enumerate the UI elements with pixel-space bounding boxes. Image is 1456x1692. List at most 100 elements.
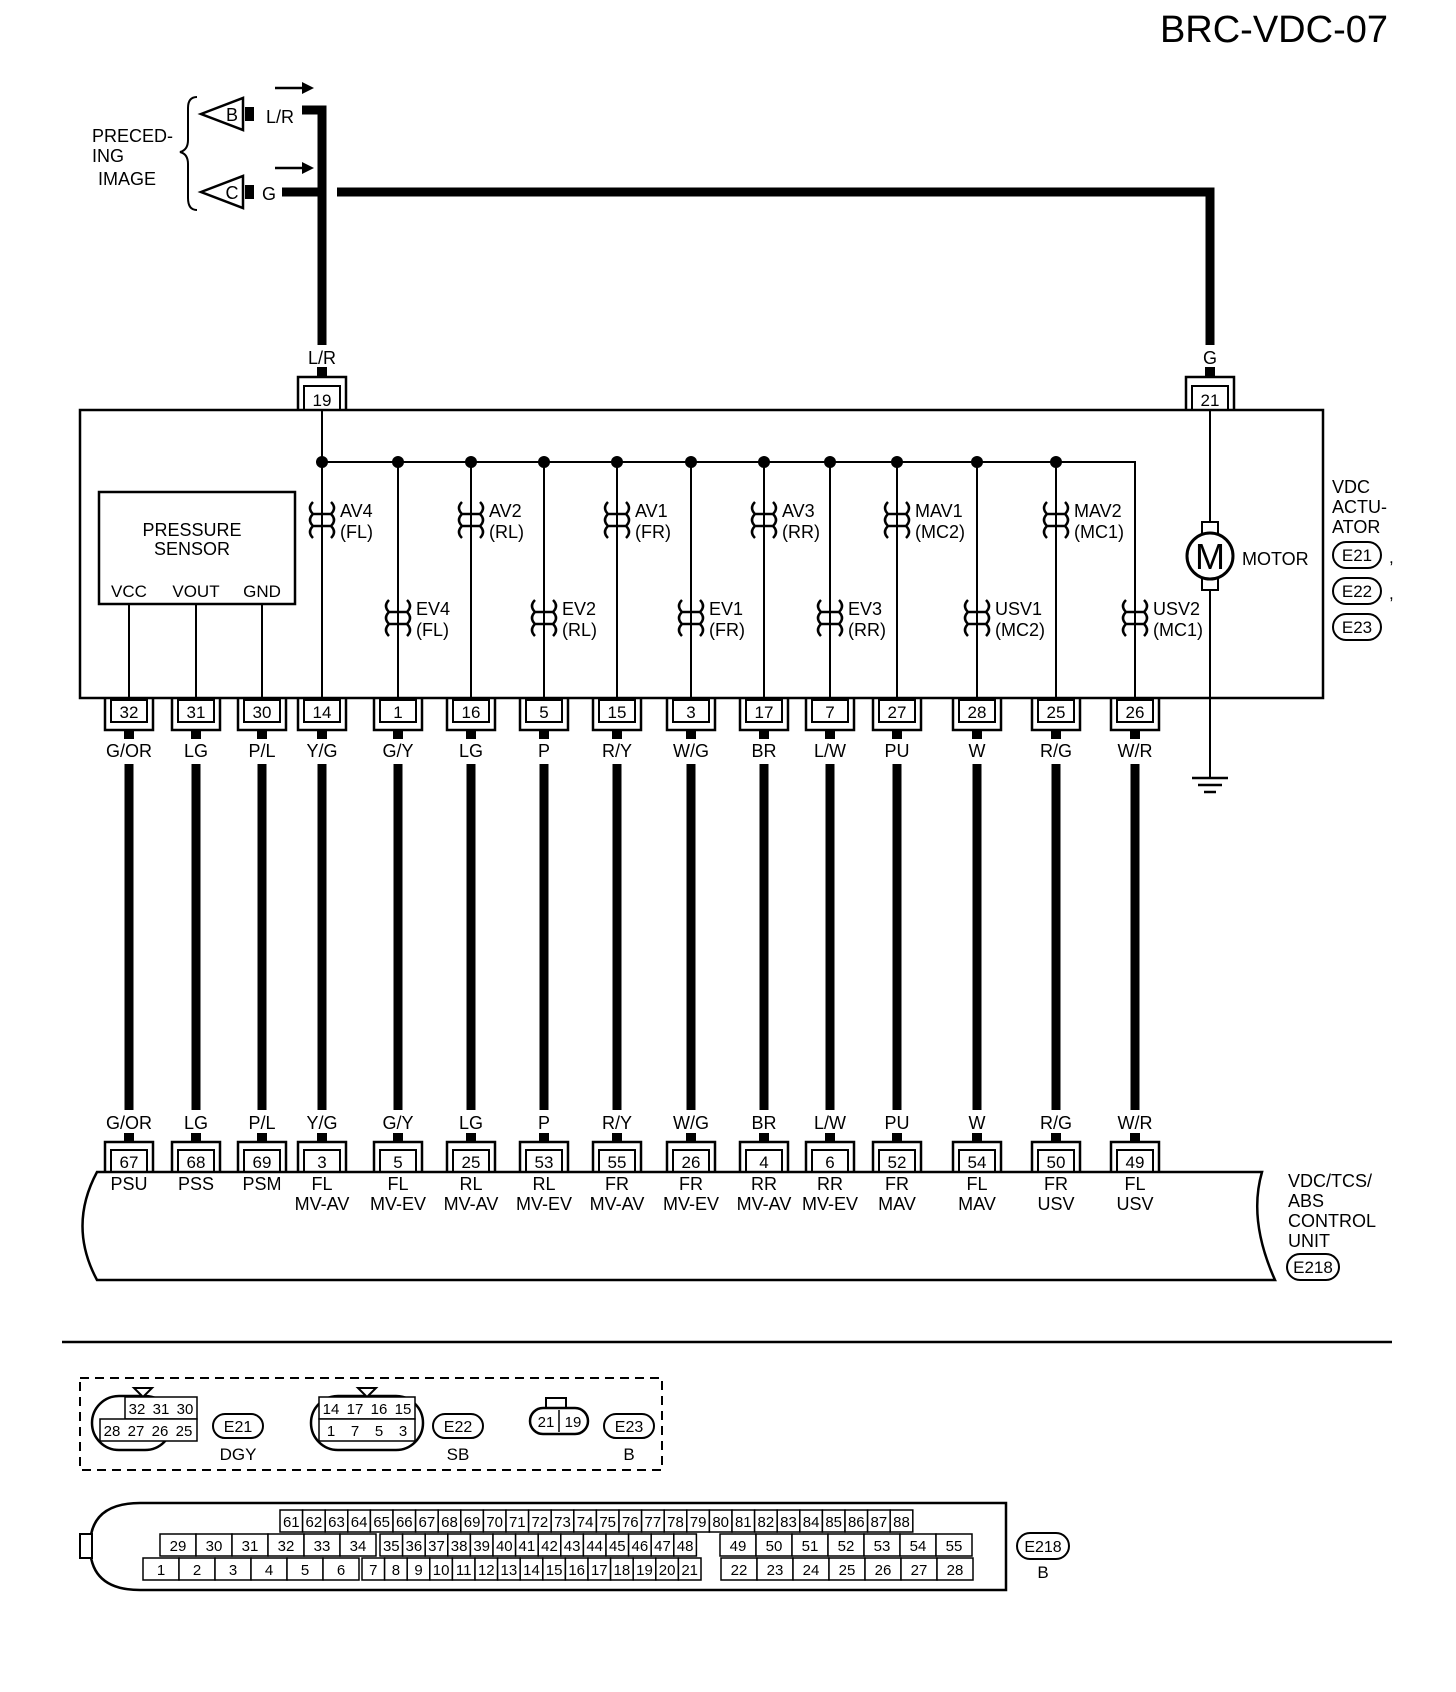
e218-pin-76: 76 xyxy=(622,1514,639,1531)
ecu-signal-label: MV-EV xyxy=(663,1194,719,1214)
ecu-signal-label: MV-EV xyxy=(802,1194,858,1214)
valve-name: EV1 xyxy=(709,599,743,619)
wire-g-power xyxy=(337,187,1215,345)
e218-pin-43: 43 xyxy=(564,1538,581,1555)
wire-color-bottom: PU xyxy=(884,1113,909,1133)
e218-pin-83: 83 xyxy=(780,1514,797,1531)
control-unit-label: VDC/TCS/ ABS CONTROL UNIT xyxy=(1288,1171,1376,1251)
e218-pin-82: 82 xyxy=(758,1514,775,1531)
e21-pin-25: 25 xyxy=(176,1423,193,1440)
e218-pin-85: 85 xyxy=(825,1514,842,1531)
coil-icon xyxy=(603,501,626,539)
actuator-ref-e23: E23 xyxy=(1342,618,1372,637)
connector-face-e23: 21 19 E23 B xyxy=(528,1397,655,1464)
actuator-pin-label: 15 xyxy=(608,703,627,722)
e218-pin-71: 71 xyxy=(509,1514,526,1531)
e218-pin-23: 23 xyxy=(767,1562,784,1579)
valve-name: EV3 xyxy=(848,599,882,619)
wire-color-top: Y/G xyxy=(306,741,337,761)
ecu-pin-label: 52 xyxy=(888,1153,907,1172)
e22-pin-7: 7 xyxy=(351,1423,359,1440)
wire-color-bottom: BR xyxy=(751,1113,776,1133)
ecu-signal-label: PSU xyxy=(110,1174,147,1194)
svg-text:,: , xyxy=(1389,548,1394,567)
ecu-pin-label: 67 xyxy=(120,1153,139,1172)
e218-pin-5: 5 xyxy=(301,1562,309,1579)
e218-pin-45: 45 xyxy=(609,1538,626,1555)
e21-pin-32: 32 xyxy=(129,1401,146,1418)
valve-wheel: (FR) xyxy=(635,522,671,542)
actuator-pin-label: 30 xyxy=(253,703,272,722)
pressure-sensor-gnd: GND xyxy=(243,582,281,601)
wire-color-bottom: LG xyxy=(184,1113,208,1133)
connector-face-e21: 32 31 30 28 27 26 25 E21 DGY xyxy=(90,1387,264,1464)
wire-color-bottom: R/G xyxy=(1040,1113,1072,1133)
e23-ref: E23 xyxy=(615,1419,644,1436)
actuator-pin-label: 31 xyxy=(187,703,206,722)
e218-pin-40: 40 xyxy=(496,1538,513,1555)
power-pin-19-wire-color: L/R xyxy=(308,348,336,368)
e218-color: B xyxy=(1037,1563,1048,1582)
control-unit-label-line1: VDC/TCS/ xyxy=(1288,1171,1372,1191)
wire-color-top: G/Y xyxy=(382,741,413,761)
e218-pin-34: 34 xyxy=(350,1538,367,1555)
e218-pin-9: 9 xyxy=(414,1562,422,1579)
e22-pin-14: 14 xyxy=(323,1401,340,1418)
e218-pin-29: 29 xyxy=(170,1538,187,1555)
ecu-pin-label: 3 xyxy=(317,1153,326,1172)
wire-color-top: R/G xyxy=(1040,741,1072,761)
power-wires xyxy=(282,105,1215,345)
e218-pin-80: 80 xyxy=(712,1514,729,1531)
solenoid-usv1: USV1(MC2) xyxy=(963,599,1045,640)
valve-wheel: (MC1) xyxy=(1153,620,1203,640)
e22-pin-16: 16 xyxy=(371,1401,388,1418)
ecu-pin-label: 49 xyxy=(1126,1153,1145,1172)
ecu-pin-label: 53 xyxy=(535,1153,554,1172)
valve-name: USV1 xyxy=(995,599,1042,619)
valve-name: EV2 xyxy=(562,599,596,619)
e218-pin-63: 63 xyxy=(328,1514,345,1531)
e218-pin-73: 73 xyxy=(554,1514,571,1531)
e218-pin-62: 62 xyxy=(306,1514,323,1531)
connector-view-frame xyxy=(79,1377,663,1471)
actuator-pin-label: 3 xyxy=(686,703,695,722)
wire-color-bottom: L/W xyxy=(814,1113,846,1133)
e23-pin-21: 21 xyxy=(538,1414,555,1431)
wire-color-top: P/L xyxy=(248,741,275,761)
control-unit-ref: E218 xyxy=(1293,1258,1333,1277)
e218-pin-25: 25 xyxy=(839,1562,856,1579)
e218-pin-74: 74 xyxy=(577,1514,594,1531)
ecu-signal-label: FR xyxy=(1044,1174,1068,1194)
ecu-pin-label: 4 xyxy=(759,1153,768,1172)
e22-ref: E22 xyxy=(444,1419,473,1436)
valve-name: MAV1 xyxy=(915,501,963,521)
svg-text:,: , xyxy=(1389,584,1394,603)
e218-pin-14: 14 xyxy=(523,1562,540,1579)
e22-pin-1: 1 xyxy=(327,1423,335,1440)
ecu-signal-label: FL xyxy=(966,1174,987,1194)
e218-pin-21: 21 xyxy=(681,1562,698,1579)
e218-pin-11: 11 xyxy=(456,1562,472,1579)
e218-pin-66: 66 xyxy=(396,1514,413,1531)
e218-pin-41: 41 xyxy=(519,1538,536,1555)
valve-name: AV4 xyxy=(340,501,373,521)
motor-symbol-letter: M xyxy=(1195,536,1225,577)
e21-pin-28: 28 xyxy=(104,1423,121,1440)
wire-color-top: W/R xyxy=(1118,741,1153,761)
actuator-pin-label: 16 xyxy=(462,703,481,722)
harness-wires: 32G/ORG/OR67PSU31LGLG68PSS30P/LP/L69PSM1… xyxy=(103,462,1161,1214)
actuator-pin-label: 14 xyxy=(313,703,332,722)
e218-ref: E218 xyxy=(1024,1539,1061,1556)
e218-pin-30: 30 xyxy=(206,1538,223,1555)
e22-pin-15: 15 xyxy=(395,1401,412,1418)
ecu-signal-label: PSM xyxy=(242,1174,281,1194)
valve-name: AV3 xyxy=(782,501,815,521)
ecu-signal-label: USV xyxy=(1037,1194,1074,1214)
e218-pin-46: 46 xyxy=(632,1538,649,1555)
actuator-label-line2: ACTU- xyxy=(1332,497,1387,517)
e218-pin-44: 44 xyxy=(586,1538,603,1555)
